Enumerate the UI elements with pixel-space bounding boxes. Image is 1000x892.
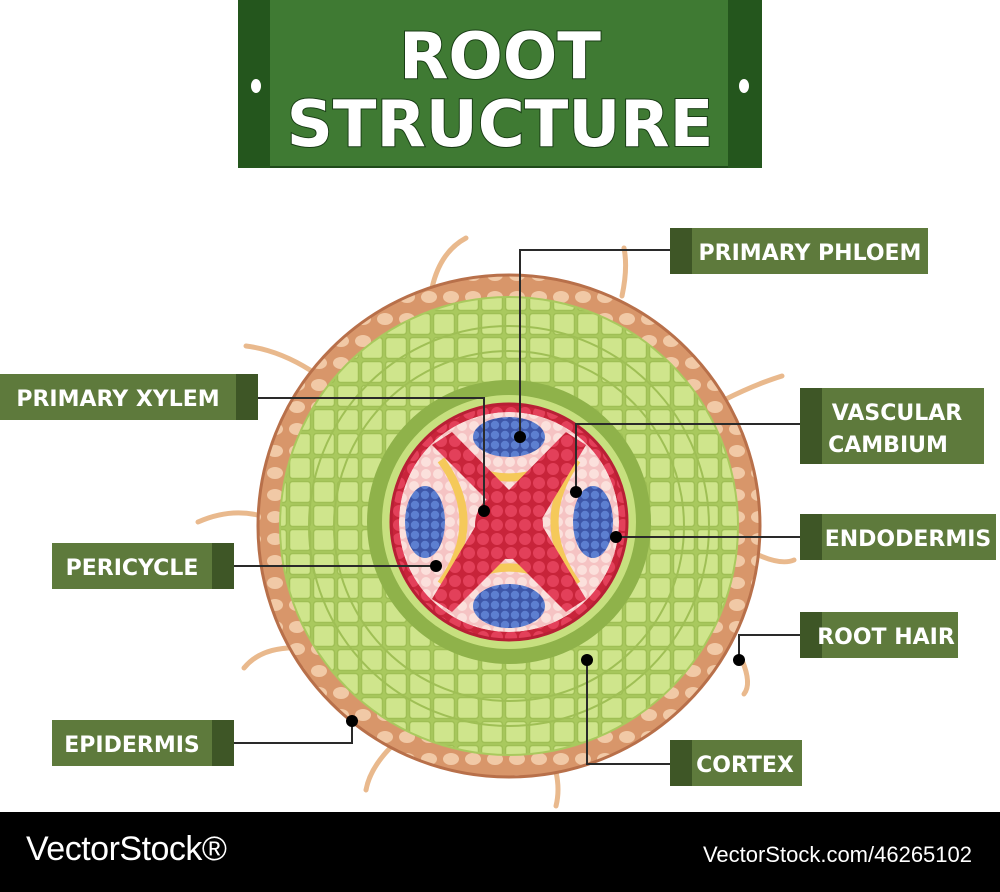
label-vascular-cambium: VASCULAR CAMBIUM	[800, 388, 984, 464]
label-primary-xylem: PRIMARY XYLEM	[0, 374, 258, 420]
svg-text:ENDODERMIS: ENDODERMIS	[825, 527, 992, 552]
leader-epidermis	[234, 721, 353, 744]
leader-dots	[346, 431, 745, 727]
leader-primary-xylem	[258, 397, 485, 511]
banner-rivet-right	[739, 79, 749, 93]
phloem-right	[573, 486, 613, 558]
phloem-left	[405, 486, 445, 558]
leader-cortex	[586, 660, 670, 765]
leader-vascular-cambium	[575, 423, 800, 492]
xylem-center	[475, 491, 543, 559]
leader-lines	[234, 249, 800, 765]
svg-text:CORTEX: CORTEX	[696, 753, 794, 778]
title-banner: ROOT STRUCTURE	[238, 0, 762, 168]
svg-text:EPIDERMIS: EPIDERMIS	[64, 733, 200, 758]
label-epidermis: EPIDERMIS	[52, 720, 234, 766]
cortex-mid-ring	[308, 325, 710, 727]
footer-brand: VectorStock®	[26, 830, 227, 868]
label-cortex: CORTEX	[670, 740, 802, 786]
svg-text:PRIMARY PHLOEM: PRIMARY PHLOEM	[699, 241, 922, 266]
svg-text:PRIMARY XYLEM: PRIMARY XYLEM	[16, 387, 219, 412]
banner-rivet-left	[251, 79, 261, 93]
phloem-top	[473, 417, 545, 457]
leader-root-hair	[738, 634, 800, 660]
footer-image-id: VectorStock.com/46265102	[702, 842, 972, 867]
svg-text:CAMBIUM: CAMBIUM	[828, 433, 948, 458]
svg-text:ROOT HAIR: ROOT HAIR	[817, 625, 955, 650]
phloem-bottom	[473, 584, 545, 628]
footer-bar: VectorStock® VectorStock.com/46265102	[0, 812, 1000, 892]
label-pericycle: PERICYCLE	[52, 543, 234, 589]
cortex-inner-ring	[333, 350, 685, 702]
label-primary-phloem: PRIMARY PHLOEM	[670, 228, 928, 274]
leader-primary-phloem	[519, 249, 670, 437]
svg-text:VASCULAR: VASCULAR	[832, 401, 962, 426]
label-root-hair: ROOT HAIR	[800, 612, 958, 658]
stele	[389, 402, 629, 642]
title-line-2: STRUCTURE	[287, 88, 714, 162]
title-line-1: ROOT	[399, 20, 601, 94]
root-structure-diagram: ROOT STRUCTURE	[0, 0, 996, 809]
label-endodermis: ENDODERMIS	[800, 514, 996, 560]
svg-text:PERICYCLE: PERICYCLE	[66, 556, 199, 581]
